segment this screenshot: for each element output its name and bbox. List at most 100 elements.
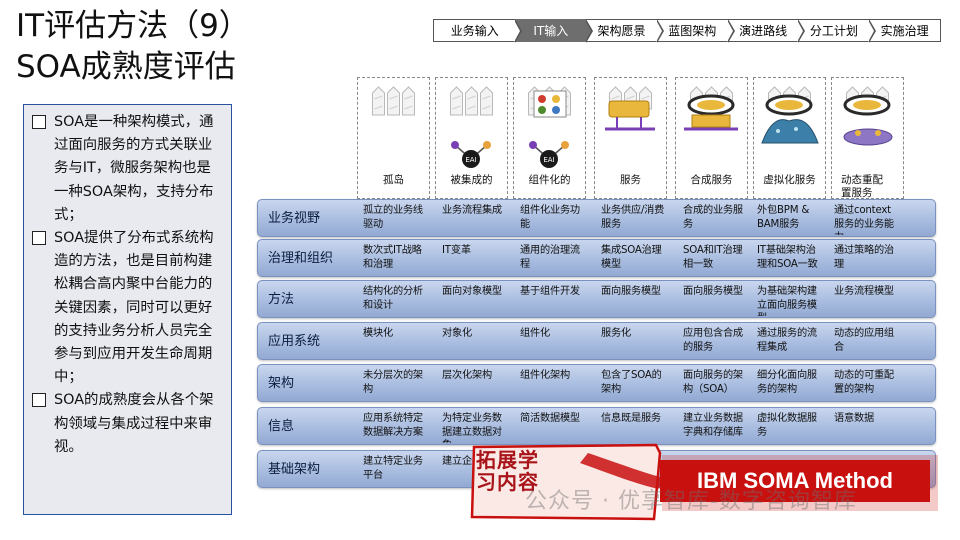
square-bullet-icon [32, 393, 46, 408]
dynamic-reconfig-icon [843, 86, 893, 146]
chevron-right-icon [655, 19, 664, 43]
page-title: IT评估方法（9） SOA成熟度评估 [16, 6, 346, 88]
matrix-row: 方法 结构化的分析和设计 面向对象模型 基于组件开发 面向服务模型 面向服务模型 为基础架构… [257, 280, 936, 318]
matrix-cell: 结构化的分析和设计 [363, 286, 423, 311]
breadcrumb-step-2[interactable]: 架构愿景 [586, 19, 664, 43]
row-label: 治理和组织 [268, 251, 334, 266]
matrix-cell: 建立业务数据字典和存储库 [683, 413, 743, 438]
breadcrumb-step-5[interactable]: 分工计划 [798, 19, 877, 43]
matrix-cell: 业务流程模型 [834, 286, 894, 297]
matrix-cell: 通过策略的治理 [834, 245, 894, 270]
chevron-right-icon [726, 19, 735, 43]
matrix-cell: 建立企业标准 [442, 456, 502, 467]
extension-label: 拓展学 习内容 [476, 448, 539, 494]
bullet-item: SOA的成熟度会从各个架构领域与集成过程中来审视。 [32, 389, 225, 459]
matrix-cell: 外包BPM & BAM服务 [757, 205, 810, 230]
matrix-cell: 组件化业务功能 [520, 205, 580, 230]
matrix-cell: 模块化 [363, 328, 393, 339]
breadcrumb-step-3[interactable]: 蓝图架构 [656, 19, 735, 43]
componentized-icon: EAI [528, 86, 571, 168]
matrix-cell: 为基础架构建立面向服务模型 [757, 286, 817, 316]
matrix-cell: 组件化架构 [520, 370, 570, 381]
row-label: 信息 [268, 419, 295, 434]
matrix-cell: 应用系统特定数据解决方案 [363, 413, 423, 438]
matrix-cell: 面向服务模型 [601, 286, 661, 297]
matrix-cell: 动态的可重配置的架构 [834, 370, 894, 395]
matrix-cell: 基于组件开发 [520, 286, 580, 297]
square-bullet-icon [32, 115, 46, 129]
svg-text:EAI: EAI [465, 156, 476, 164]
silo-icon [372, 86, 415, 116]
matrix-cell: 业务流程集成 [442, 205, 502, 216]
matrix-cell: 语意数据 [834, 413, 874, 424]
row-label: 方法 [268, 292, 295, 307]
matrix-cell: 包含了SOA的架构 [601, 370, 662, 395]
matrix-cell: 对象化 [442, 328, 472, 339]
bullet-item: SOA是一种架构模式，通过面向服务的方式关联业务与IT，微服务架构也是一种SOA… [32, 111, 225, 227]
matrix-row: 信息应用系统特定数据解决方案为特定业务数据建立数据对象简活数据模型信息既是服务建… [257, 407, 936, 445]
matrix-row: 应用系统模块化对象化组件化服务化应用包含合成的服务通过服务的流程集成动态的应用组… [257, 322, 936, 360]
summary-text-box: SOA是一种架构模式，通过面向服务的方式关联业务与IT，微服务架构也是一种SOA… [23, 104, 232, 515]
matrix-cell: 动态的应用组合 [834, 328, 894, 353]
breadcrumb-step-1[interactable]: IT输入 [515, 19, 594, 43]
chevron-right-icon [797, 19, 806, 43]
row-label: 业务视野 [268, 211, 321, 226]
chevron-right-icon [585, 19, 594, 43]
composite-service-icon [684, 86, 738, 131]
maturity-level-label: 合成服务 [690, 174, 733, 186]
maturity-level-label: 虚拟化服务 [763, 174, 816, 186]
bullet-item: SOA提供了分布式系统构造的方法，也是目前构建松耦合高内聚中台能力的关键因素，同… [32, 227, 225, 389]
maturity-level-label: 服务 [620, 174, 641, 186]
watermark: 公众号 · 优享智库-数字咨询智库 [525, 489, 857, 514]
maturity-level-column: 合成服务 [675, 77, 748, 199]
breadcrumb-step-6[interactable]: 实施治理 [869, 19, 941, 42]
matrix-cell: 未分层次的架构 [363, 370, 423, 395]
title-line2: SOA成熟度评估 [16, 49, 236, 85]
bullet-text: SOA提供了分布式系统构造的方法，也是目前构建松耦合高内聚中台能力的关键因素，同… [54, 230, 214, 386]
maturity-level-column: 服务 [594, 77, 667, 199]
chevron-right-icon [514, 19, 523, 43]
matrix-cell: 面向服务模型 [683, 286, 743, 297]
svg-text:EAI: EAI [543, 156, 554, 164]
maturity-level-column: 虚拟化服务 [753, 77, 826, 199]
maturity-level-column: 孤岛 [357, 77, 430, 199]
matrix-cell: 应用包含合成的服务 [683, 328, 743, 353]
matrix-row: 业务视野 孤立的业务线驱动 业务流程集成 组件化业务功能业务供应/消费服务合成的业务服… [257, 199, 936, 237]
virtualized-service-icon [761, 86, 819, 144]
matrix-cell: 通过context服务的业务能力 [834, 205, 894, 235]
matrix-cell: 组件化 [520, 328, 550, 339]
matrix-cell: 服务化 [601, 328, 631, 339]
matrix-cell: 面向对象模型 [442, 286, 502, 297]
bullet-text: SOA是一种架构模式，通过面向服务的方式关联业务与IT，微服务架构也是一种SOA… [54, 114, 214, 223]
matrix-cell: 信息既是服务 [601, 413, 661, 424]
maturity-level-label: 孤岛 [383, 174, 404, 186]
integrated-icon: EAI [450, 86, 493, 168]
bullet-text: SOA的成熟度会从各个架构领域与集成过程中来审视。 [54, 392, 214, 455]
matrix-row: 架构 未分层次的架构 层次化架构 组件化架构 包含了SOA的架构面向服务的架构（SOA）… [257, 364, 936, 402]
breadcrumb-step-4[interactable]: 演进路线 [727, 19, 806, 43]
row-label: 基础架构 [268, 462, 321, 477]
matrix-cell: 细分化面向服务的架构 [757, 370, 817, 395]
matrix-cell: 数次式IT战略和治理 [363, 245, 422, 270]
matrix-cell: 层次化架构 [442, 370, 492, 381]
row-label: 架构 [268, 376, 295, 391]
matrix-cell: 面向服务的架构（SOA） [683, 370, 743, 395]
matrix-cell: 合成的业务服务 [683, 205, 743, 230]
maturity-level-column: 动态重配置服务 [831, 77, 904, 199]
square-bullet-icon [32, 231, 46, 246]
matrix-cell: 虚拟化数据服务 [757, 413, 817, 438]
matrix-cell: 通用的治理流程 [520, 245, 580, 270]
service-icon [605, 86, 655, 131]
chevron-right-icon [868, 19, 877, 43]
breadcrumb-step-0[interactable]: 业务输入 [433, 19, 523, 43]
title-line1: IT评估方法（9） [16, 8, 250, 44]
matrix-cell: SOA和IT治理相一致 [683, 245, 743, 270]
matrix-cell: 孤立的业务线驱动 [363, 205, 423, 230]
matrix-cell: 建立特定业务平台 [363, 456, 423, 481]
matrix-cell: 通过服务的流程集成 [757, 328, 817, 353]
matrix-cell: 业务供应/消费服务 [601, 205, 665, 230]
